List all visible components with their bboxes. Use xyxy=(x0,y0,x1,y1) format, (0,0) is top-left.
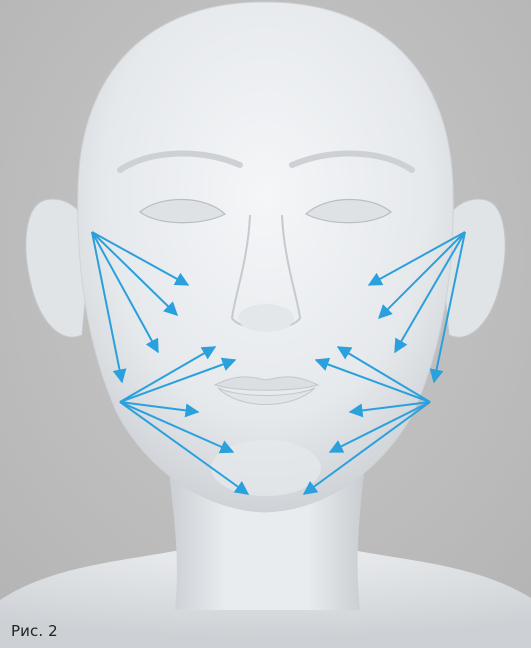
figure-caption: Рис. 2 xyxy=(11,622,58,640)
nose-tip xyxy=(238,304,294,332)
chin xyxy=(211,440,321,496)
head xyxy=(78,2,453,512)
